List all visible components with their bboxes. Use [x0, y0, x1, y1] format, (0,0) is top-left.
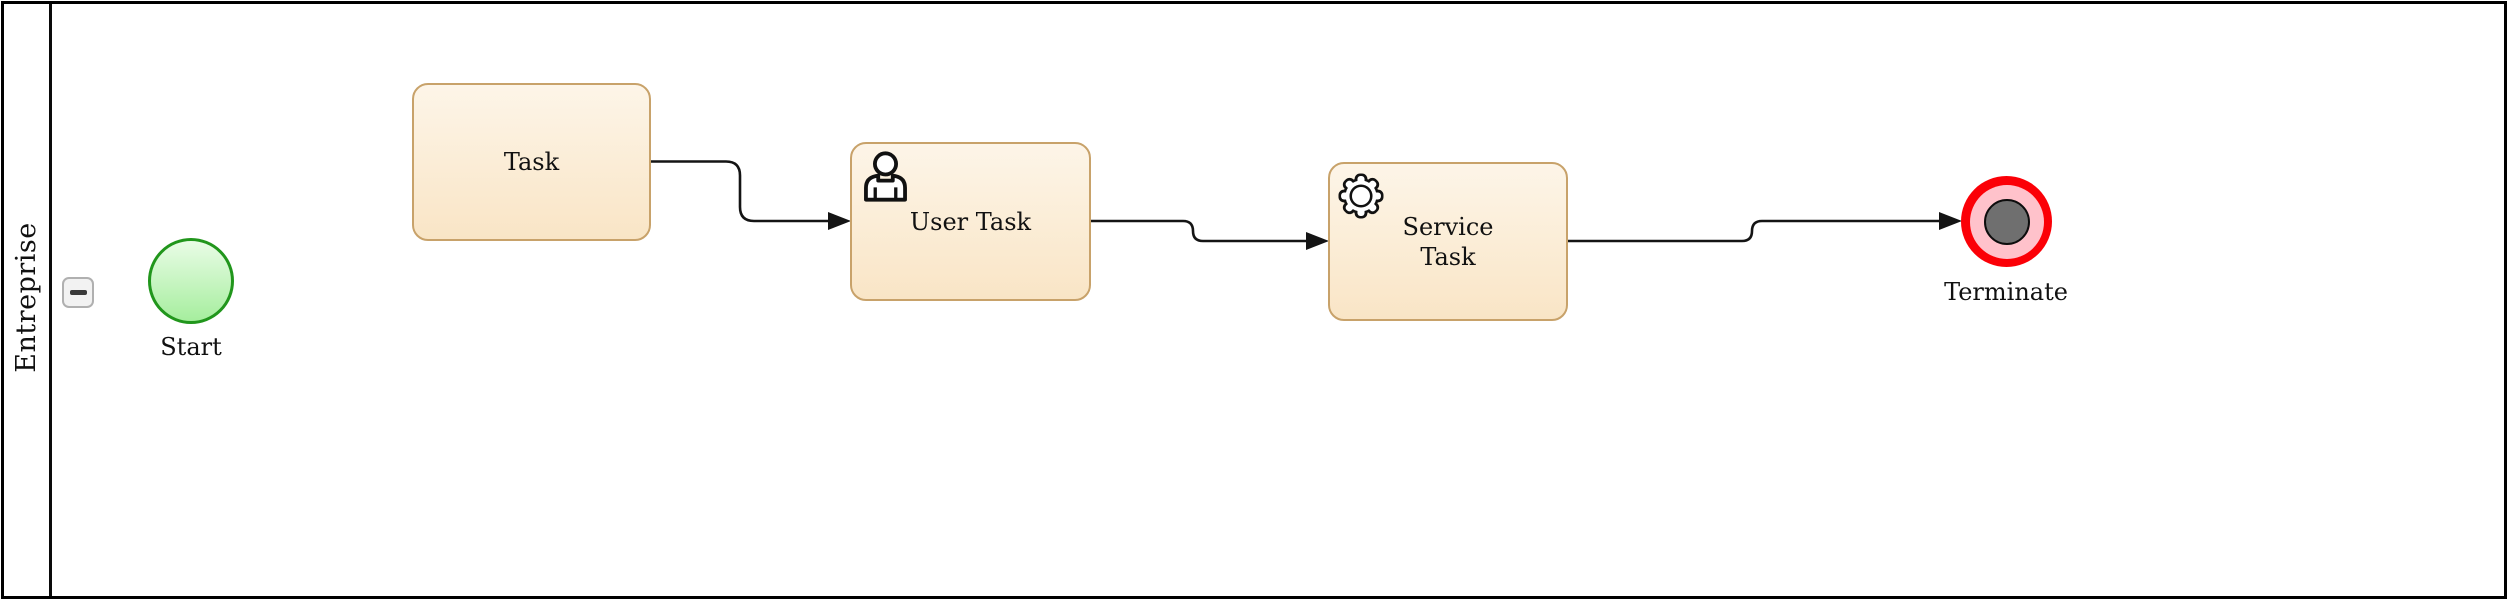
service-task-node[interactable]: Service Task	[1328, 162, 1568, 321]
terminate-core	[1983, 198, 2030, 245]
task-node[interactable]: Task	[412, 83, 651, 241]
task-label: Task	[503, 148, 560, 176]
lane-header[interactable]: Entreprise	[4, 4, 52, 596]
sequence-flow-service-task-to-terminate[interactable]	[1567, 212, 1962, 243]
service-task-label: Service Task	[1402, 212, 1494, 271]
user-icon	[864, 151, 907, 202]
terminate-event-label: Terminate	[1944, 278, 2068, 306]
start-event[interactable]	[148, 238, 234, 324]
user-task-label: User Task	[909, 207, 1032, 236]
lane-collapse-button[interactable]	[62, 277, 94, 308]
terminate-end-event[interactable]	[1961, 176, 2052, 267]
sequence-flow-task-to-user-task[interactable]	[650, 160, 851, 231]
start-event-label: Start	[160, 333, 222, 361]
sequence-flow-user-task-to-service-task[interactable]	[1090, 219, 1329, 250]
minus-icon	[69, 290, 87, 295]
gear-icon	[1338, 173, 1384, 219]
user-task-node[interactable]: User Task	[850, 142, 1091, 301]
terminate-inner-ring	[1969, 184, 2044, 259]
